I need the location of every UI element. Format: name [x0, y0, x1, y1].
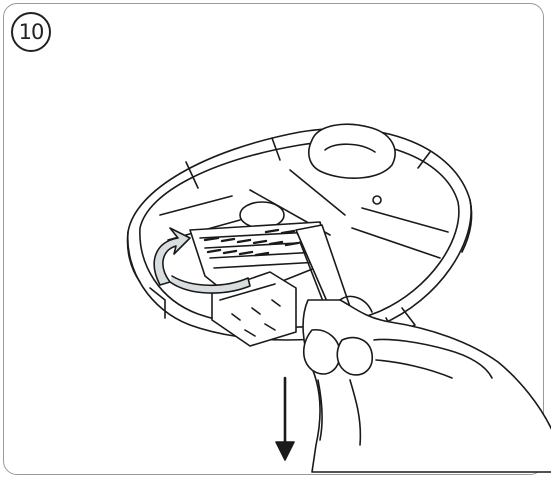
step-number-badge: 10: [11, 12, 51, 52]
down-arrow-icon: [275, 376, 295, 461]
hand-icon: [302, 295, 551, 473]
rotate-arrow-icon: [153, 227, 251, 294]
